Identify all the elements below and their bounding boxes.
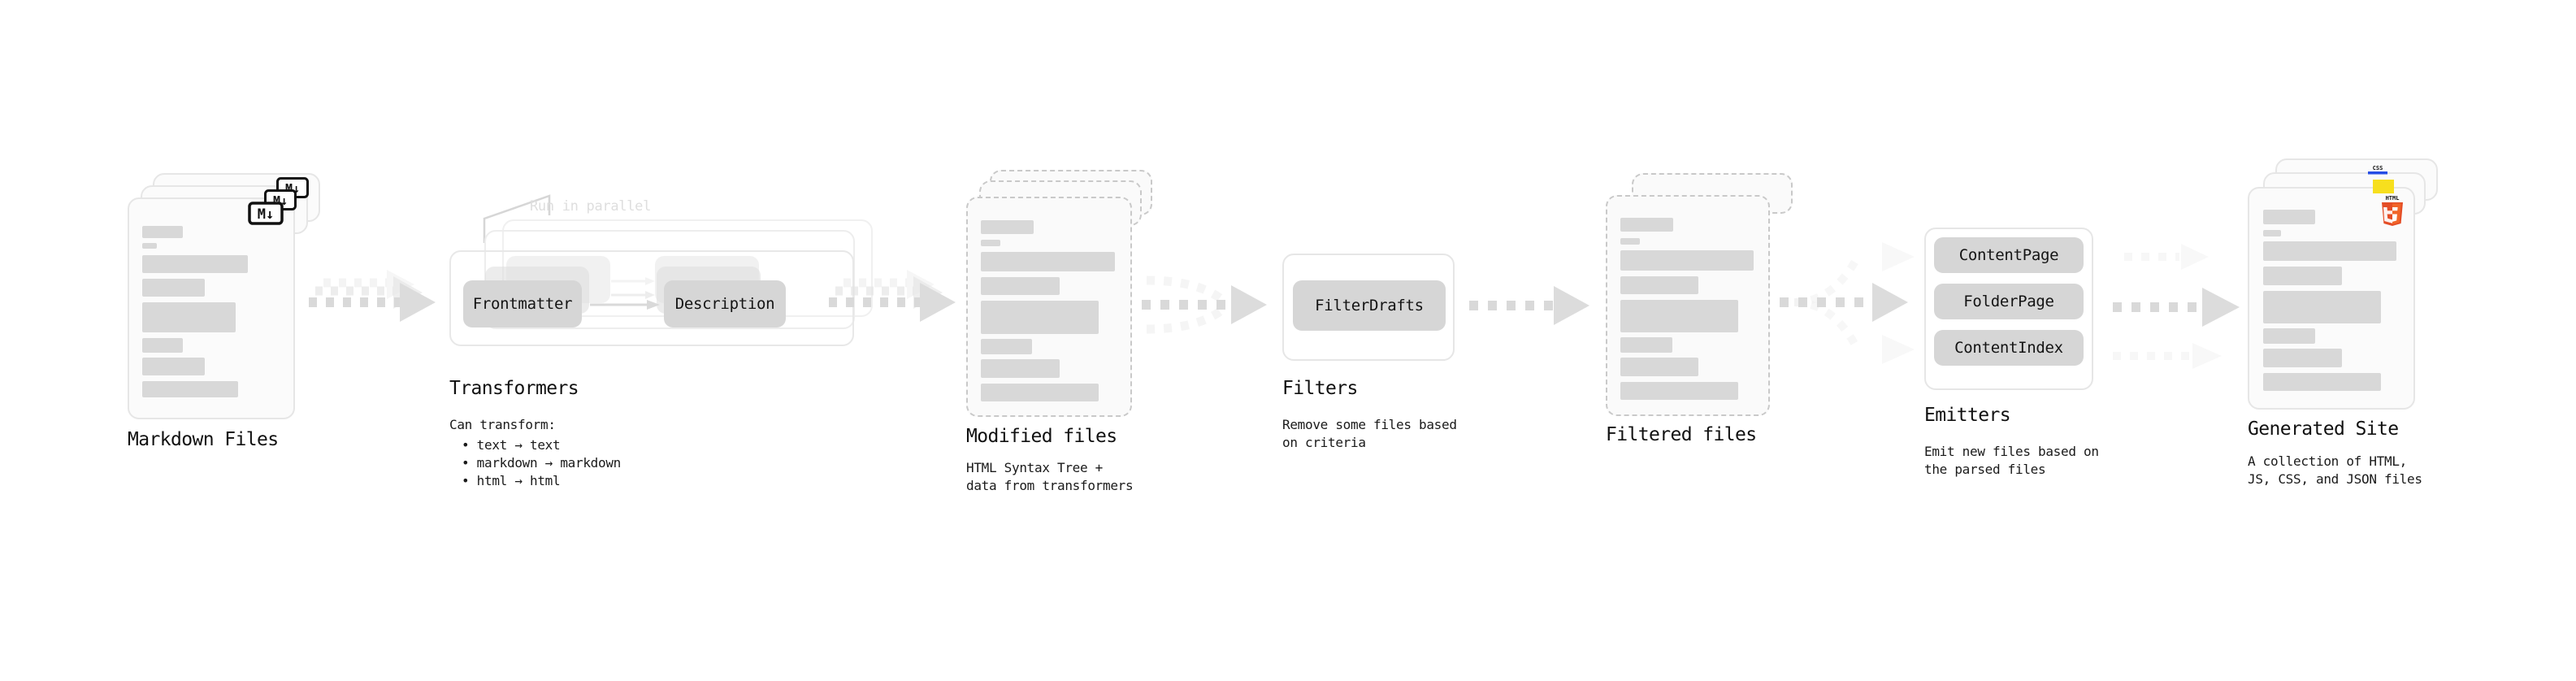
skeleton-line [142,358,205,375]
stage-title-emitters: Emitters [1924,405,2011,426]
generated-site-subtitle: A collection of HTML, JS, CSS, and JSON … [2248,453,2422,487]
stage-title-transformers: Transformers [449,378,579,399]
html5-icon: HTML [2382,195,2403,226]
skeleton-line [142,226,183,238]
skeleton-line [981,220,1034,234]
filters-subtitle: Remove some files based on criteria [1282,417,1457,450]
connector-emitters-to-site [2113,244,2240,369]
skeleton-line [142,255,248,273]
skeleton-line [1620,358,1698,376]
skeleton-line [1620,300,1738,332]
transformer-inner-arrows-ghost [611,277,655,299]
javascript-icon [2373,180,2394,193]
modified-files-subtitle: HTML Syntax Tree + data from transformer… [966,460,1134,493]
skeleton-line [1620,276,1698,294]
emitter-chip-contentpage[interactable]: ContentPage [1934,237,2084,273]
connector-filters-to-filtered [1469,286,1589,325]
skeleton-line [1620,382,1738,400]
transformers-subtitle: Can transform: [449,417,556,432]
run-in-parallel-leader [483,194,551,243]
connector-transformers-to-modified [829,270,956,322]
transformer-inner-arrow [590,300,660,310]
list-item: • html → html [462,473,561,488]
skeleton-line [2263,291,2381,323]
filter-chip-filterdrafts[interactable]: FilterDrafts [1293,280,1446,331]
skeleton-line [981,252,1115,271]
transformers-bullet-list: • text → text • markdown → markdown • ht… [462,436,621,490]
skeleton-line [1620,238,1640,245]
skeleton-line [1620,337,1672,353]
markdown-icon: M↓ [248,202,284,225]
skeleton-line [2263,373,2381,391]
css3-icon: CSS [2368,165,2387,175]
skeleton-line [142,302,236,332]
skeleton-line [981,384,1099,401]
skeleton-line [2263,230,2281,236]
skeleton-line [981,359,1060,378]
stage-title-filters: Filters [1282,378,1358,399]
svg-text:M↓: M↓ [258,206,274,223]
svg-text:CSS: CSS [2373,165,2383,171]
connector-modified-to-filters [1142,275,1267,334]
emitter-chip-contentindex[interactable]: ContentIndex [1934,330,2084,366]
skeleton-line [142,279,205,297]
svg-text:HTML: HTML [2386,195,2400,202]
skeleton-line [142,381,238,397]
skeleton-line [2263,328,2315,344]
skeleton-line [142,338,183,353]
skeleton-line [981,240,1000,246]
connector-filtered-to-emitters [1780,242,1915,364]
transformer-chip-description[interactable]: Description [664,280,786,327]
run-in-parallel-label: Run in parallel [530,198,652,215]
transformer-chip-frontmatter[interactable]: Frontmatter [463,280,582,327]
stage-title-markdown-files: Markdown Files [128,429,279,450]
stage-title-filtered-files: Filtered files [1606,424,1757,445]
list-item: • text → text [462,437,561,453]
connector-md-to-transformers [309,270,436,322]
stage-title-generated-site: Generated Site [2248,419,2399,440]
emitters-subtitle: Emit new files based on the parsed files [1924,444,2099,477]
skeleton-line [2263,241,2396,261]
list-item: • markdown → markdown [462,455,621,471]
skeleton-line [981,301,1099,334]
skeleton-line [142,243,157,249]
skeleton-line [2263,349,2342,367]
skeleton-line [981,277,1060,295]
emitter-chip-folderpage[interactable]: FolderPage [1934,284,2084,319]
skeleton-line [981,339,1032,354]
skeleton-line [2263,267,2342,285]
skeleton-line [1620,250,1754,271]
stage-title-modified-files: Modified files [966,426,1117,447]
skeleton-line [2263,210,2315,224]
skeleton-line [1620,218,1673,232]
